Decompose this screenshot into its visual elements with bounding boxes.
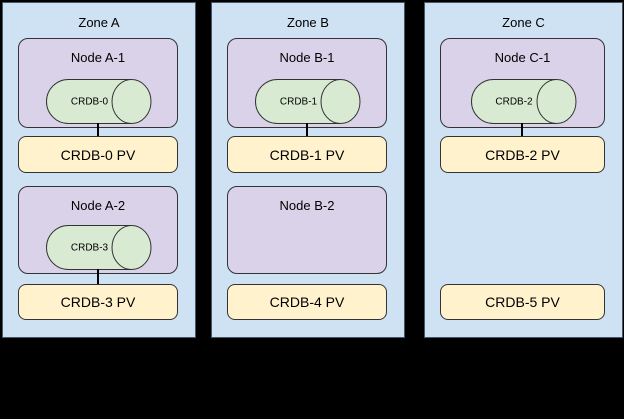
database-cylinder-icon: [46, 225, 152, 270]
node-a-1-label: Node A-1: [70, 50, 126, 65]
database-cylinder-icon: [46, 79, 152, 124]
crdb-2-cylinder-label: CRDB-2: [495, 96, 533, 107]
node-b-2-label: Node B-2: [279, 198, 335, 213]
crdb-0-connector-line: [96, 123, 99, 136]
node-a-2: Node A-2 CRDB-3: [18, 186, 178, 274]
crdb-2-cylinder: CRDB-2: [470, 79, 577, 124]
node-a-1: Node A-1 CRDB-0: [18, 38, 178, 128]
crdb-0-cylinder-label: CRDB-0: [70, 96, 109, 107]
node-b-1-label: Node B-1: [279, 50, 335, 65]
crdb-0-pv-label: CRDB-0 PV: [60, 146, 136, 163]
zone-a: Zone A Node A-1 CRDB-0 CRDB-0 PV Node A-…: [2, 2, 196, 338]
node-a-2-label: Node A-2: [70, 198, 126, 213]
crdb-0-pv: CRDB-0 PV: [18, 136, 178, 173]
crdb-1-pv-label: CRDB-1 PV: [269, 146, 345, 163]
zone-c: Zone C Node C-1 CRDB-2 CRDB-2 PV CRDB-5 …: [424, 2, 623, 338]
crdb-3-pv-label: CRDB-3 PV: [60, 294, 136, 310]
node-c-1: Node C-1 CRDB-2: [440, 38, 605, 128]
crdb-0-cylinder: CRDB-0: [45, 79, 152, 124]
crdb-5-pv: CRDB-5 PV: [440, 284, 605, 320]
crdb-3-cylinder: CRDB-3: [45, 225, 152, 270]
crdb-3-connector-line: [96, 269, 99, 284]
crdb-4-pv-label: CRDB-4 PV: [269, 294, 345, 310]
crdb-3-pv: CRDB-3 PV: [18, 284, 178, 320]
crdb-2-pv: CRDB-2 PV: [440, 136, 605, 173]
node-c-1-label: Node C-1: [494, 50, 551, 65]
crdb-2-connector-line: [521, 123, 523, 136]
crdb-1-connector-line: [305, 123, 308, 136]
crdb-5-pv-label: CRDB-5 PV: [485, 294, 560, 310]
zone-a-label: Zone A: [78, 15, 120, 30]
crdb-2-pv-label: CRDB-2 PV: [485, 146, 560, 163]
zone-b: Zone B Node B-1 CRDB-1 CRDB-1 PV Node B-…: [211, 2, 405, 338]
crdb-1-cylinder: CRDB-1: [254, 79, 361, 124]
database-cylinder-icon: [470, 79, 576, 124]
crdb-1-cylinder-label: CRDB-1: [279, 96, 318, 107]
crdb-3-cylinder-label: CRDB-3: [70, 242, 109, 253]
zone-c-label: Zone C: [502, 15, 545, 30]
node-b-1: Node B-1 CRDB-1: [227, 38, 387, 128]
crdb-1-pv: CRDB-1 PV: [227, 136, 387, 173]
node-b-2: Node B-2: [227, 186, 387, 274]
zone-b-label: Zone B: [287, 15, 329, 30]
database-cylinder-icon: [255, 79, 361, 124]
crdb-4-pv: CRDB-4 PV: [227, 284, 387, 320]
